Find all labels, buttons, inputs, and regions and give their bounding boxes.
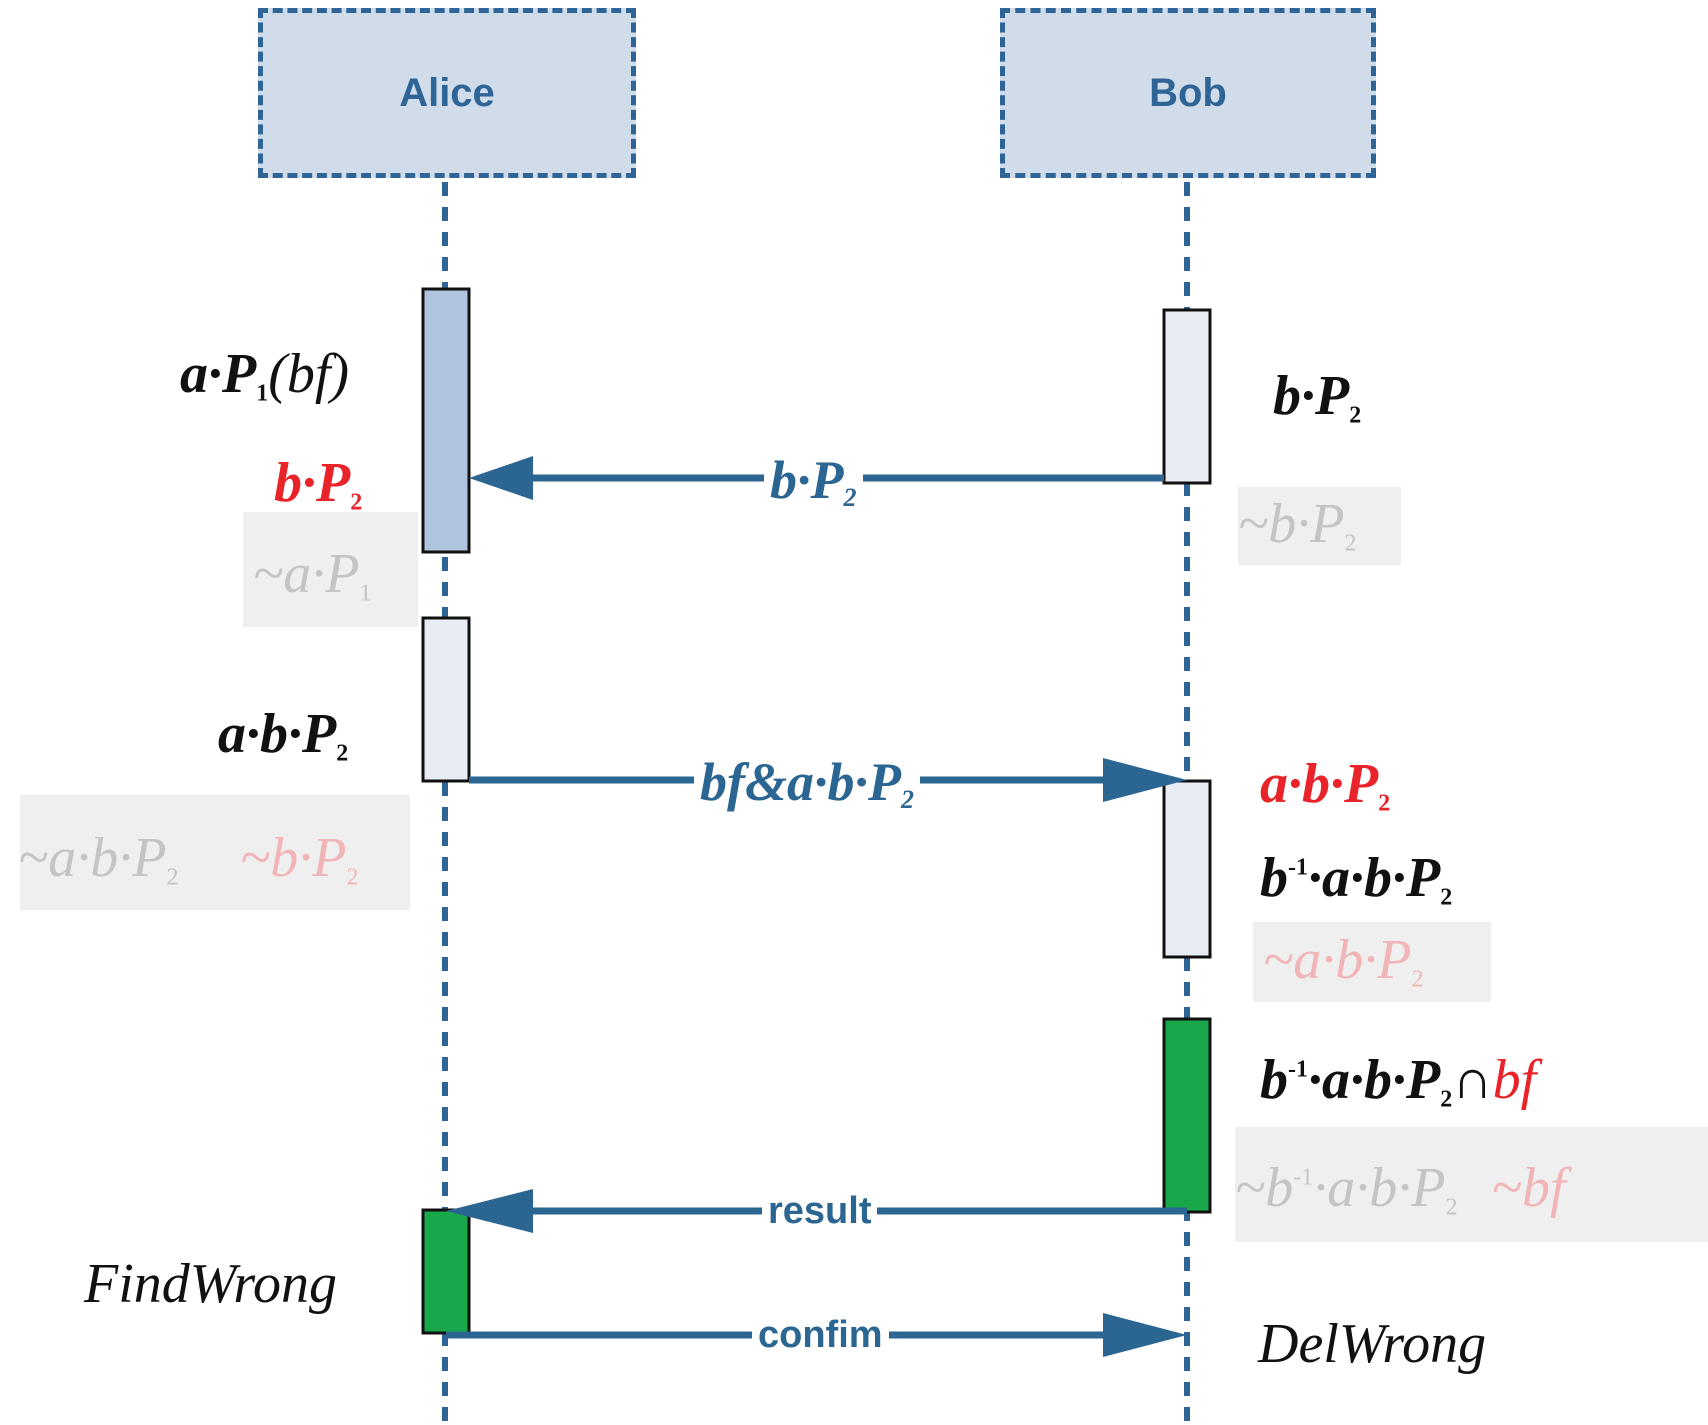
message-m1: b·P2 [764,453,863,511]
label-bob-inverse: b-1·a·b·P2 [1260,847,1453,911]
label-bob-delwrong: DelWrong [1258,1313,1487,1375]
label-alice-bP2: b·P2 [274,452,363,516]
ghost-box-alice-2 [20,795,410,910]
arrow-m2-head [1103,758,1187,802]
message-m2: bf&a·b·P2 [694,755,920,813]
actor-bob-label: Bob [1149,70,1227,115]
label-bob-abP2: a·b·P2 [1260,753,1391,817]
arrow-m1-head [469,456,533,500]
label-alice-abP2-removed: ~a·b·P2 [18,827,179,891]
label-bob-bP2: b·P2 [1273,365,1362,429]
label-alice-findwrong: FindWrong [84,1253,338,1315]
label-bob-intersect-removed: ~b-1·a·b·P2~bf [1235,1157,1566,1221]
label-alice-abP2: a·b·P2 [218,703,349,767]
actor-bob: Bob [1000,8,1376,178]
arrow-m3-head [446,1189,533,1233]
ghost-box-alice-1 [243,512,418,627]
ghost-box-bob-3 [1235,1127,1708,1242]
label-bob-bP2-removed: ~b·P2 [1238,493,1357,557]
activation-bob-3 [1162,1017,1212,1214]
label-bob-abP2-removed: ~a·b·P2 [1263,929,1424,993]
label-alice-bP2-removed: ~b·P2 [240,827,359,891]
activation-bob-1 [1162,308,1212,485]
ghost-box-bob-2 [1253,922,1491,1002]
activation-bob-2 [1162,779,1212,959]
actor-alice-label: Alice [399,70,495,115]
label-bob-intersect: b-1·a·b·P2∩bf [1260,1049,1537,1113]
message-m4: confim [752,1316,889,1354]
activation-alice-2 [421,616,471,783]
label-alice-aP1: a·P1(bf) [180,343,350,407]
activation-alice-1 [421,287,471,554]
message-m3: result [762,1192,878,1230]
ghost-box-bob-1 [1238,487,1401,565]
arrow-m4-head [1103,1313,1187,1357]
activation-alice-3 [421,1208,471,1335]
actor-alice: Alice [258,8,636,178]
label-alice-aP1-removed: ~a·P1 [253,543,372,607]
